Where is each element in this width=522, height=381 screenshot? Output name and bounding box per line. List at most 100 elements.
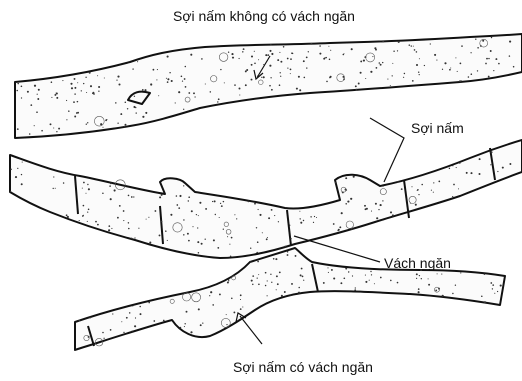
stipple-dot	[231, 298, 233, 300]
stipple-dot	[331, 269, 333, 271]
stipple-dot	[397, 181, 399, 183]
stipple-dot	[123, 332, 124, 333]
stipple-dot	[498, 63, 500, 65]
stipple-dot	[403, 77, 404, 78]
stipple-dot	[110, 329, 112, 331]
stipple-dot	[392, 214, 394, 216]
stipple-dot	[428, 278, 429, 279]
stipple-dot	[232, 57, 234, 59]
stipple-dot	[134, 237, 135, 238]
stipple-dot	[438, 181, 440, 183]
stipple-dot	[298, 76, 300, 78]
stipple-dot	[228, 52, 229, 53]
stipple-dot	[97, 75, 98, 76]
stipple-dot	[323, 282, 325, 284]
stipple-dot	[167, 78, 169, 80]
stipple-dot	[279, 52, 280, 53]
stipple-dot	[494, 293, 495, 294]
stipple-dot	[481, 296, 483, 298]
stipple-dot	[345, 177, 347, 179]
stipple-dot	[53, 188, 54, 189]
stipple-dot	[181, 75, 183, 77]
stipple-dot	[245, 84, 247, 86]
stipple-dot	[201, 58, 203, 60]
stipple-dot	[254, 63, 256, 65]
stipple-dot	[379, 62, 381, 64]
stipple-dot	[449, 69, 451, 71]
stipple-dot	[218, 98, 220, 100]
stipple-dot	[513, 66, 515, 68]
stipple-dot	[200, 324, 202, 326]
stipple-dot	[77, 101, 79, 103]
stipple-dot	[17, 128, 19, 130]
stipple-dot	[316, 217, 317, 218]
stipple-dot	[221, 205, 223, 207]
stipple-dot	[280, 72, 281, 73]
stipple-dot	[355, 85, 357, 87]
stipple-dot	[266, 238, 268, 240]
label-hypha: Sợi nấm	[411, 120, 464, 136]
stipple-dot	[370, 71, 372, 73]
stipple-dot	[135, 317, 136, 318]
stipple-dot	[167, 81, 169, 83]
stipple-dot	[418, 291, 420, 293]
stipple-dot	[92, 93, 93, 94]
stipple-dot	[252, 284, 253, 285]
stipple-dot	[509, 41, 511, 43]
stipple-dot	[74, 93, 75, 94]
stipple-dot	[327, 267, 328, 268]
stipple-dot	[77, 82, 78, 83]
stipple-dot	[382, 62, 383, 63]
stipple-dot	[127, 108, 128, 109]
stipple-dot	[165, 230, 167, 232]
septate-hypha-middle	[10, 140, 522, 258]
stipple-dot	[34, 125, 35, 126]
stipple-dot	[217, 101, 218, 102]
stipple-dot	[87, 184, 88, 185]
stipple-dot	[313, 222, 314, 223]
stipple-dot	[85, 77, 86, 78]
stipple-dot	[365, 78, 366, 79]
stipple-dot	[509, 163, 511, 165]
stipple-dot	[21, 97, 22, 98]
stipple-dot	[202, 322, 203, 323]
stipple-dot	[134, 96, 135, 97]
stipple-dot	[250, 248, 251, 249]
stipple-dot	[418, 194, 419, 195]
stipple-dot	[369, 280, 370, 281]
stipple-dot	[10, 168, 12, 170]
stipple-dot	[326, 81, 328, 83]
stipple-dot	[97, 224, 99, 226]
stipple-dot	[169, 72, 170, 73]
stipple-dot	[98, 86, 100, 88]
stipple-dot	[271, 53, 273, 55]
stipple-dot	[254, 203, 256, 205]
stipple-dot	[66, 214, 68, 216]
stipple-dot	[460, 63, 462, 65]
stipple-dot	[477, 47, 479, 49]
stipple-dot	[490, 50, 492, 52]
stipple-dot	[421, 278, 422, 279]
stipple-dot	[205, 83, 206, 84]
stipple-dot	[490, 151, 492, 153]
stipple-dot	[128, 222, 129, 223]
stipple-dot	[488, 58, 489, 59]
stipple-dot	[247, 200, 249, 202]
stipple-dot	[477, 70, 478, 71]
stipple-dot	[265, 285, 267, 287]
stipple-dot	[455, 285, 456, 286]
stipple-dot	[34, 85, 36, 87]
stipple-dot	[38, 89, 40, 91]
stipple-dot	[79, 220, 80, 221]
stipple-dot	[166, 78, 167, 79]
stipple-dot	[267, 280, 268, 281]
stipple-dot	[393, 51, 394, 52]
stipple-dot	[340, 282, 342, 284]
stipple-dot	[137, 61, 138, 62]
stipple-dot	[66, 100, 67, 101]
stipple-dot	[239, 94, 240, 95]
stipple-dot	[98, 91, 99, 92]
stipple-dot	[460, 272, 461, 273]
stipple-dot	[78, 320, 80, 322]
stipple-dot	[190, 331, 192, 333]
